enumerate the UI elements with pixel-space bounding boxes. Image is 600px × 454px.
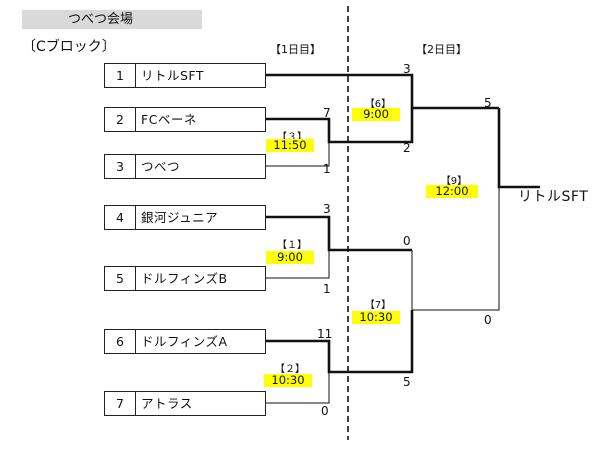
- team-row: 1 リトルSFT: [104, 63, 266, 88]
- team-number: 3: [105, 155, 136, 178]
- match-time: 10:30: [352, 311, 400, 324]
- team-row: 2 FCベーネ: [104, 107, 266, 132]
- score: 5: [403, 375, 411, 389]
- score: 11: [317, 327, 333, 341]
- team-name: FCベーネ: [141, 112, 197, 127]
- winner-name: リトルSFT: [518, 189, 589, 205]
- venue-title: つべつ会場: [22, 10, 202, 29]
- team-name: ドルフィンズA: [141, 334, 228, 349]
- match-time: 9:00: [352, 108, 400, 121]
- day1-label: 【1日目】: [270, 43, 321, 56]
- team-name: 銀河ジュニア: [141, 210, 219, 225]
- block-title: 〔Cブロック〕: [22, 39, 116, 55]
- line-team7: [266, 372, 330, 404]
- team-number: 4: [105, 206, 136, 229]
- match-time: 9:00: [266, 251, 314, 264]
- team-row: 6 ドルフィンズA: [104, 329, 266, 354]
- match-label: 【３】: [277, 132, 307, 143]
- score: 5: [484, 96, 492, 110]
- team-row: 7 アトラス: [104, 391, 266, 416]
- team-name: つべつ: [141, 159, 181, 174]
- match-label: 【9】: [440, 176, 468, 187]
- team-row: 3 つべつ: [104, 154, 266, 179]
- match-label: 【２】: [275, 364, 305, 375]
- team-row: 5 ドルフィンズB: [104, 266, 266, 291]
- score: 1: [323, 282, 331, 296]
- day2-label: 【2日目】: [416, 43, 467, 56]
- line-final-win: [497, 108, 540, 189]
- team-number: 2: [105, 108, 136, 131]
- match-time: 12:00: [426, 185, 478, 198]
- team-name: アトラス: [141, 396, 193, 411]
- team-row: 4 銀河ジュニア: [104, 205, 266, 230]
- score: 0: [403, 234, 411, 248]
- line-team5: [266, 250, 330, 279]
- match-time: 11:50: [266, 139, 314, 152]
- team-name: リトルSFT: [141, 68, 205, 83]
- team-name: ドルフィンズB: [141, 271, 228, 286]
- match-time: 10:30: [264, 374, 312, 387]
- match-label: 【6】: [364, 99, 392, 110]
- line-team3: [266, 142, 330, 167]
- line-team4-win: [266, 215, 412, 252]
- team-number: 5: [105, 267, 136, 290]
- score: 0: [321, 404, 329, 418]
- score: 0: [484, 313, 492, 327]
- match-label: 【7】: [364, 300, 392, 311]
- score: 7: [323, 106, 331, 120]
- team-number: 7: [105, 392, 136, 415]
- line-final-bot: [412, 187, 500, 311]
- team-number: 6: [105, 330, 136, 353]
- team-number: 1: [105, 64, 136, 87]
- score: 3: [403, 62, 411, 76]
- line-team1-win: [266, 73, 499, 110]
- score: 3: [323, 202, 331, 216]
- score: 1: [323, 162, 331, 176]
- score: 2: [403, 141, 411, 155]
- match-label: 【１】: [277, 240, 307, 251]
